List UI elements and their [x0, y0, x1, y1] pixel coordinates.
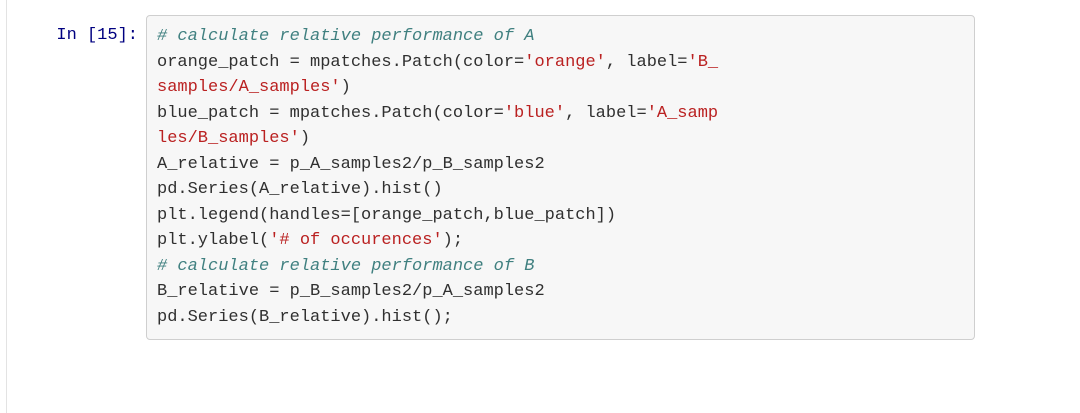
code-line: plt.legend(handles=[orange_patch,blue_pa…: [157, 203, 964, 229]
code-token-string: 'A_samp: [646, 103, 719, 123]
code-token-plain: );: [442, 231, 464, 250]
code-line: pd.Series(A_relative).hist(): [157, 177, 964, 203]
code-token-plain: , label=: [605, 52, 688, 72]
code-token-comment: # calculate relative performance of A: [157, 27, 535, 46]
notebook-left-rule: [6, 0, 7, 413]
code-line: les/B_samples'): [157, 126, 964, 152]
code-token-plain: plt.legend(handles=[orange_patch,blue_pa…: [157, 205, 617, 225]
execution-count-prompt: In [15]:: [56, 26, 138, 45]
code-token-plain: pd.Series(A_relative).hist(): [157, 180, 443, 199]
code-source[interactable]: # calculate relative performance of A ora…: [157, 24, 964, 330]
code-token-string: 'B_: [687, 52, 719, 72]
code-line: plt.ylabel('# of occurences');: [157, 228, 964, 254]
code-line: # calculate relative performance of B: [157, 254, 964, 280]
code-token-plain: blue_patch = mpatches.Patch(color=: [157, 103, 504, 123]
code-token-plain: B_relative = p_B_samples2/p_A_samples2: [157, 282, 545, 301]
code-token-plain: pd.Series(B_relative).hist();: [157, 307, 453, 327]
code-token-plain: plt.ylabel(: [157, 231, 270, 250]
code-token-plain: ): [299, 129, 311, 148]
code-line: A_relative = p_A_samples2/p_B_samples2: [157, 152, 964, 178]
code-token-plain: orange_patch = mpatches.Patch(color=: [157, 52, 525, 72]
code-token-plain: , label=: [565, 103, 647, 123]
code-line: orange_patch = mpatches.Patch(color='ora…: [157, 50, 964, 76]
code-token-plain: A_relative = p_A_samples2/p_B_samples2: [157, 154, 545, 174]
code-line: B_relative = p_B_samples2/p_A_samples2: [157, 279, 964, 305]
code-token-string: '# of occurences': [269, 231, 443, 250]
code-cell[interactable]: In [15]: # calculate relative performanc…: [6, 0, 1080, 413]
code-line: samples/A_samples'): [157, 75, 964, 101]
code-token-plain: ): [340, 78, 351, 97]
code-line: pd.Series(B_relative).hist();: [157, 305, 964, 331]
code-input-area[interactable]: # calculate relative performance of A ora…: [146, 15, 975, 340]
code-line: blue_patch = mpatches.Patch(color='blue'…: [157, 101, 964, 127]
code-token-comment: # calculate relative performance of B: [157, 256, 535, 276]
code-token-string: 'orange': [524, 52, 606, 72]
code-line: # calculate relative performance of A: [157, 24, 964, 50]
code-token-string: 'blue': [503, 103, 566, 123]
code-token-string: samples/A_samples': [157, 78, 341, 97]
code-token-string: les/B_samples': [157, 129, 300, 148]
